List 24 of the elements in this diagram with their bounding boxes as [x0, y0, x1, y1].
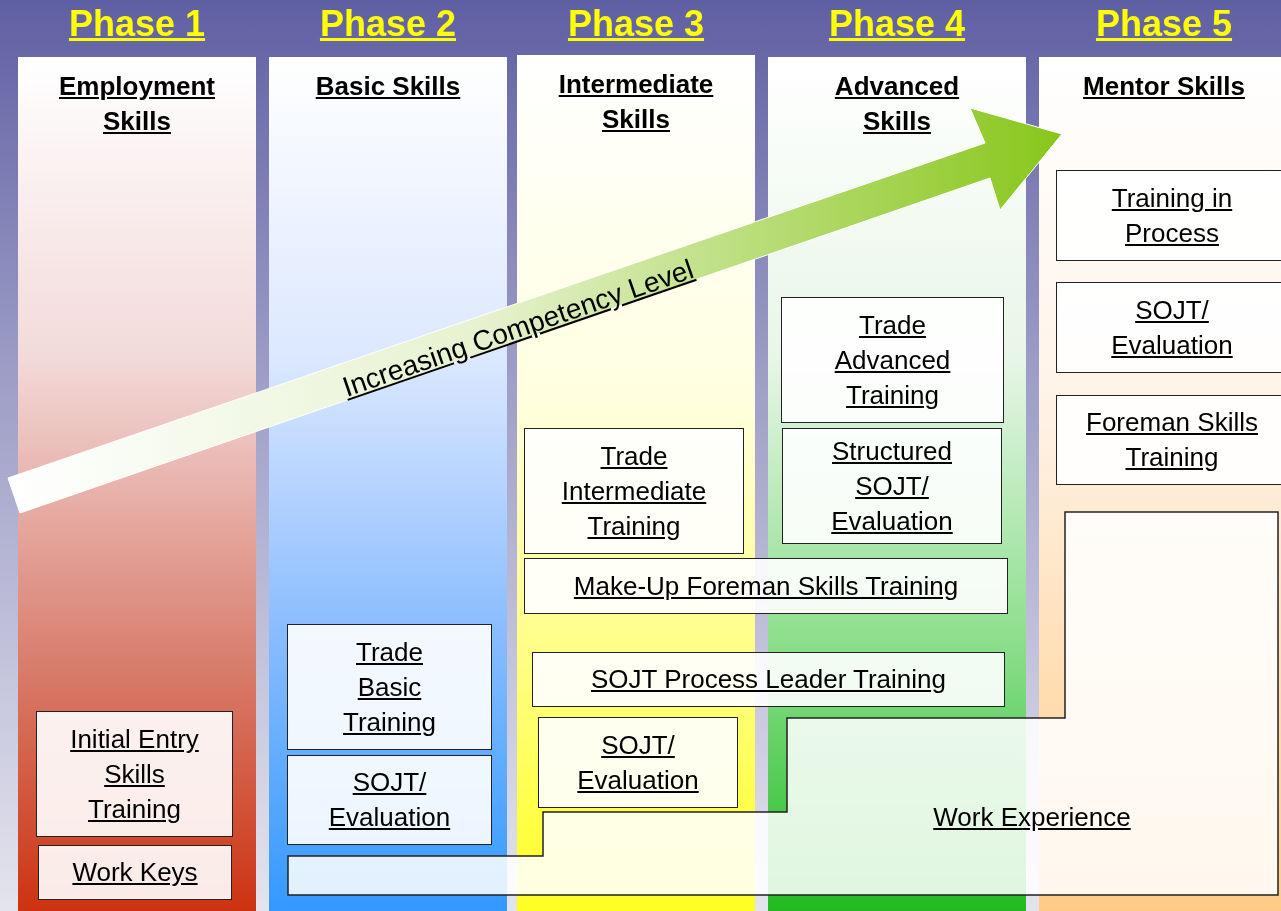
- phase-heading: Phase 4: [827, 4, 967, 44]
- training-box: Foreman Skills Training: [1056, 395, 1281, 485]
- training-box: Structured SOJT/ Evaluation: [782, 428, 1002, 544]
- training-box: Trade Advanced Training: [781, 297, 1004, 423]
- box-text: Work Experience: [933, 801, 1131, 834]
- phase-heading: Phase 5: [1094, 4, 1234, 44]
- column-heading: Basic Skills: [314, 70, 462, 103]
- phase-heading: Phase 2: [318, 4, 458, 44]
- training-box: SOJT/ Evaluation: [287, 755, 492, 845]
- training-box: Trade Intermediate Training: [524, 428, 744, 554]
- training-box: Make-Up Foreman Skills Training: [524, 558, 1008, 614]
- training-box: SOJT/ Evaluation: [1056, 282, 1281, 373]
- training-box: SOJT Process Leader Training: [532, 652, 1005, 707]
- training-box: Trade Basic Training: [287, 624, 492, 750]
- column-heading: Advanced Skills: [833, 70, 961, 138]
- column-heading: Mentor Skills: [1082, 70, 1246, 103]
- phase-heading: Phase 3: [566, 4, 706, 44]
- training-box: Initial Entry Skills Training: [36, 711, 233, 837]
- training-box: Work Keys: [38, 845, 232, 900]
- phase-heading: Phase 1: [67, 4, 207, 44]
- column-heading: Intermediate Skills: [557, 68, 715, 136]
- column-heading: Employment Skills: [58, 70, 216, 138]
- training-box: SOJT/ Evaluation: [538, 717, 738, 808]
- training-box: Training in Process: [1056, 170, 1281, 261]
